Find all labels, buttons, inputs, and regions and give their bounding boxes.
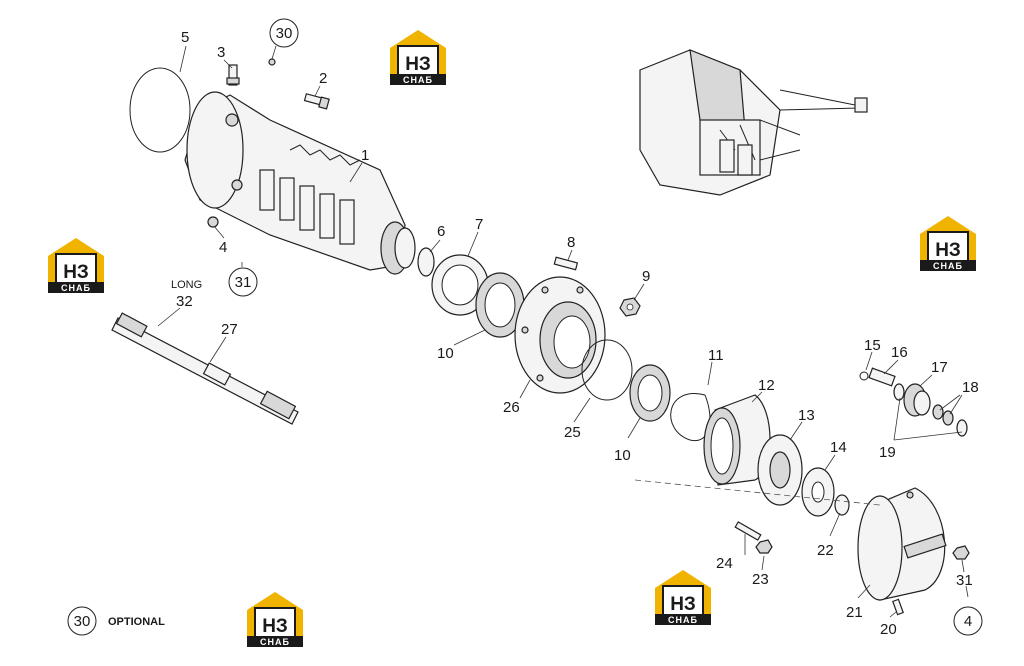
- svg-text:СНАБ: СНАБ: [933, 261, 963, 271]
- label-7: 7: [475, 216, 483, 233]
- label-23: 23: [752, 571, 769, 588]
- bolt-24: [734, 521, 762, 541]
- plug-23: [755, 539, 773, 554]
- washer-19a: [893, 383, 905, 401]
- leader-lines: [157, 45, 969, 618]
- assembly-centreline: [634, 479, 881, 506]
- svg-text:НЗ: НЗ: [405, 54, 431, 75]
- watermark-logo: НЗ СНАБ: [390, 30, 446, 85]
- svg-text:СНАБ: СНАБ: [61, 283, 91, 293]
- cover-21: [857, 487, 947, 601]
- label-17: 17: [931, 359, 948, 376]
- washer-19b: [956, 419, 968, 437]
- circled-30-legend: 30: [74, 613, 91, 630]
- label-2: 2: [319, 70, 327, 87]
- label-32: 32: [176, 293, 193, 310]
- watermark-logo: НЗ СНАБ: [655, 570, 711, 625]
- watermark-logo: НЗ СНАБ: [48, 238, 104, 293]
- label-8: 8: [567, 234, 575, 251]
- circled-4-right: 4: [964, 613, 972, 630]
- svg-text:НЗ: НЗ: [63, 262, 89, 283]
- snap-ring-11: [670, 393, 711, 442]
- svg-text:СНАБ: СНАБ: [260, 637, 290, 647]
- label-6: 6: [437, 223, 445, 240]
- label-15: 15: [864, 337, 881, 354]
- label-26: 26: [503, 399, 520, 416]
- watermark-logo: НЗ СНАБ: [247, 592, 303, 647]
- label-20: 20: [880, 621, 897, 638]
- optional-legend: OPTIONAL: [108, 616, 165, 628]
- axle-housing: [184, 91, 416, 275]
- seal-6: [417, 247, 435, 277]
- housing-inset: [639, 49, 868, 196]
- plug-31-right: [952, 545, 970, 560]
- label-9: 9: [642, 268, 650, 285]
- circled-31-left: 31: [235, 274, 252, 291]
- svg-text:НЗ: НЗ: [262, 616, 288, 637]
- label-10a: 10: [437, 345, 454, 362]
- watermark-logo: НЗ СНАБ: [920, 216, 976, 271]
- label-4: 4: [219, 239, 227, 256]
- bearing-10a: [475, 272, 525, 338]
- washer-22: [834, 494, 850, 516]
- ring-gear-12: [703, 394, 771, 486]
- svg-text:СНАБ: СНАБ: [668, 615, 698, 625]
- breather-fitting-3: [226, 64, 240, 86]
- plug-30-top: [268, 58, 276, 66]
- planet-carrier-13: [757, 434, 803, 506]
- long-note: LONG: [171, 279, 202, 291]
- label-18: 18: [962, 379, 979, 396]
- o-ring-25: [581, 339, 633, 401]
- planet-gear-17: [903, 383, 931, 417]
- circled-references: 30 31 30 4: [67, 18, 983, 636]
- label-31: 31: [956, 572, 973, 589]
- label-22: 22: [817, 542, 834, 559]
- label-11: 11: [708, 347, 724, 364]
- label-24: 24: [716, 555, 733, 572]
- label-1: 1: [361, 147, 369, 164]
- label-13: 13: [798, 407, 815, 424]
- label-16: 16: [891, 344, 908, 361]
- svg-text:СНАБ: СНАБ: [403, 75, 433, 85]
- circled-30-top: 30: [276, 25, 293, 42]
- nut-9: [619, 297, 641, 317]
- o-ring-5: [129, 67, 191, 153]
- label-12: 12: [758, 377, 775, 394]
- pin-16: [868, 367, 896, 387]
- bolt-20: [892, 598, 904, 616]
- stud-8: [553, 256, 579, 271]
- label-5: 5: [181, 29, 189, 46]
- plug-4-left: [207, 216, 219, 228]
- thrust-washer-14: [801, 467, 835, 517]
- svg-text:НЗ: НЗ: [935, 240, 961, 261]
- wheel-hub-26: [514, 276, 606, 394]
- label-10b: 10: [614, 447, 631, 464]
- label-3: 3: [217, 44, 225, 61]
- bearing-10b: [629, 364, 671, 422]
- label-21: 21: [846, 604, 863, 621]
- label-14: 14: [830, 439, 847, 456]
- label-19: 19: [879, 444, 896, 461]
- label-27: 27: [221, 321, 238, 338]
- svg-text:НЗ: НЗ: [670, 594, 696, 615]
- bolt-2: [303, 93, 330, 110]
- needle-bearings-18: [932, 404, 954, 426]
- part-labels: 5 3 2 1 4 6 7 8 9 10 26 25 10 11 12 13 1…: [171, 29, 979, 638]
- axle-shaft: [111, 312, 299, 425]
- snap-ring-15: [859, 371, 869, 381]
- label-25: 25: [564, 424, 581, 441]
